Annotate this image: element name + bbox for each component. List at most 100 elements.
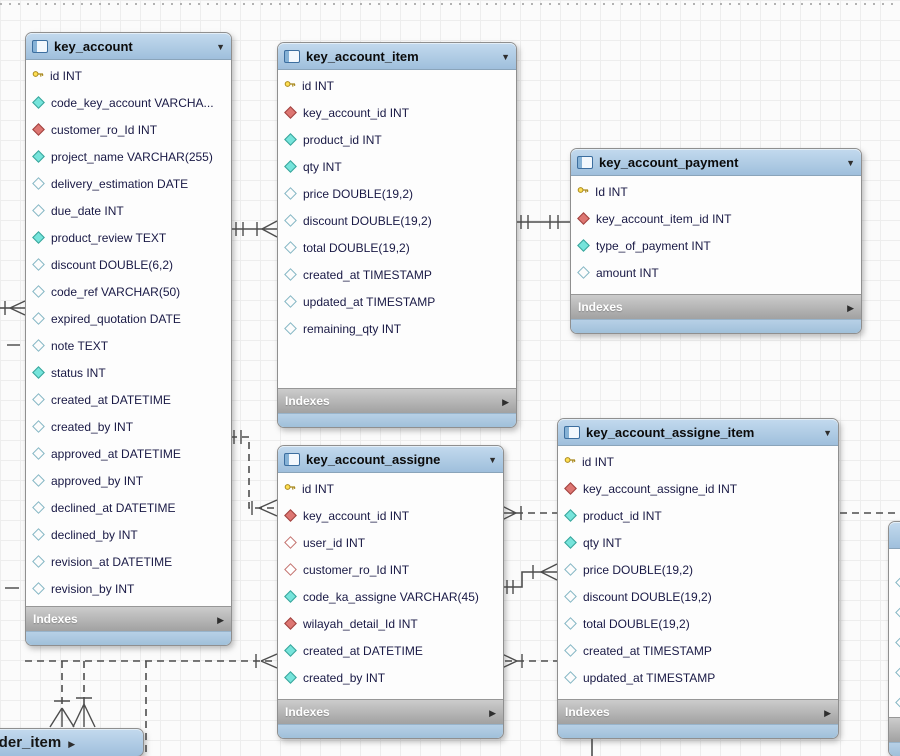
field-declined_by[interactable]: declined_by INT [26,521,231,548]
indexes-bar[interactable] [889,717,900,742]
field-approved_by[interactable]: approved_by INT [26,467,231,494]
field-customer_ro_Id[interactable]: customer_ro_Id INT [26,116,231,143]
field-user_id[interactable]: user_id INT [278,529,503,556]
field-product_review[interactable]: product_review TEXT [26,224,231,251]
indexes-bar[interactable]: Indexes [278,388,516,413]
table-header[interactable] [889,522,900,549]
field-discount[interactable]: discount DOUBLE(6,2) [26,251,231,278]
table-key_account_assigne_item[interactable]: key_account_assigne_itemid INTkey_accoun… [557,418,839,739]
expand-arrow-icon[interactable] [847,298,854,316]
field-declined_at[interactable]: declined_at DATETIME [26,494,231,521]
field-key_account_id[interactable]: key_account_id INT [278,99,516,126]
rel-s_order_item-line-1-decoration[interactable] [49,700,75,728]
rel-key_account_item-key_account_payment-decoration[interactable] [520,215,559,229]
expand-arrow-icon[interactable] [489,703,496,721]
field-type_of_payment[interactable]: type_of_payment INT [571,232,861,259]
field-empty[interactable] [889,627,900,657]
field-customer_ro_Id[interactable]: customer_ro_Id INT [278,556,503,583]
field-project_name[interactable]: project_name VARCHAR(255) [26,143,231,170]
field-created_at[interactable]: created_at DATETIME [26,386,231,413]
expand-arrow-icon[interactable] [824,703,831,721]
field-key_account_id[interactable]: key_account_id INT [278,502,503,529]
field-created_at[interactable]: created_at TIMESTAMP [278,261,516,288]
field-id[interactable]: id INT [558,448,838,475]
rel-key_account_assigne-key_account_assigne_item[interactable] [502,571,557,588]
field-id[interactable]: id INT [278,72,516,99]
field-expired_quotation[interactable]: expired_quotation DATE [26,305,231,332]
field-product_id[interactable]: product_id INT [558,502,838,529]
field-id[interactable]: id INT [26,62,231,89]
field-created_at[interactable]: created_at DATETIME [278,637,503,664]
table-s_order_item-collapsed[interactable]: s_order_item [0,728,144,756]
field-approved_at[interactable]: approved_at DATETIME [26,440,231,467]
field-label: updated_at TIMESTAMP [583,670,716,685]
field-revision_at[interactable]: revision_at DATETIME [26,548,231,575]
field-total[interactable]: total DOUBLE(19,2) [278,234,516,261]
table-key_account_assigne[interactable]: key_account_assigneid INTkey_account_id … [277,445,504,739]
field-Id[interactable]: Id INT [571,178,861,205]
field-code_ka_assigne[interactable]: code_ka_assigne VARCHAR(45) [278,583,503,610]
field-status[interactable]: status INT [26,359,231,386]
collapse-arrow-icon[interactable] [823,423,832,441]
field-empty[interactable] [889,597,900,627]
table-header[interactable]: key_account [26,33,231,60]
table-header[interactable]: key_account_assigne [278,446,503,473]
field-qty[interactable]: qty INT [558,529,838,556]
field-due_date[interactable]: due_date INT [26,197,231,224]
rel-key_account_assigne-key_account_assigne_item-decoration[interactable] [506,563,558,594]
rel-key_account-key_account_assigne[interactable] [230,436,277,509]
rel-key_account-key_account_item-decoration[interactable] [235,220,278,238]
field-price[interactable]: price DOUBLE(19,2) [558,556,838,583]
field-revision_by[interactable]: revision_by INT [26,575,231,602]
indexes-bar[interactable]: Indexes [278,699,503,724]
field-empty[interactable] [889,567,900,597]
indexes-bar[interactable]: Indexes [571,294,861,319]
field-delivery_estimation[interactable]: delivery_estimation DATE [26,170,231,197]
field-discount[interactable]: discount DOUBLE(19,2) [278,207,516,234]
expand-arrow-icon[interactable] [217,610,224,628]
field-created_by[interactable]: created_by INT [26,413,231,440]
collapse-arrow-icon[interactable] [501,47,510,65]
rel-key_account-key_account_assigne-decoration[interactable] [233,430,278,517]
rel-left-edge-1-decoration[interactable] [4,300,26,316]
field-id[interactable]: id INT [278,475,503,502]
table-key_account_payment[interactable]: key_account_paymentId INTkey_account_ite… [570,148,862,334]
field-created_by[interactable]: created_by INT [278,664,503,691]
field-price[interactable]: price DOUBLE(19,2) [278,180,516,207]
table-header[interactable]: key_account_payment [571,149,861,176]
field-amount[interactable]: amount INT [571,259,861,286]
field-created_at[interactable]: created_at TIMESTAMP [558,637,838,664]
field-key_account_item_id[interactable]: key_account_item_id INT [571,205,861,232]
expand-arrow-icon[interactable] [502,392,509,410]
field-product_id[interactable]: product_id INT [278,126,516,153]
field-empty[interactable] [889,657,900,687]
field-discount[interactable]: discount DOUBLE(19,2) [558,583,838,610]
field-code_ref[interactable]: code_ref VARCHAR(50) [26,278,231,305]
table-header[interactable]: key_account_item [278,43,516,70]
field-remaining_qty[interactable]: remaining_qty INT [278,315,516,342]
rel-dashed-horizontal-decoration[interactable] [255,653,523,669]
indexes-bar[interactable]: Indexes [558,699,838,724]
field-label: note TEXT [51,338,109,353]
expand-arrow-icon[interactable] [68,734,75,752]
field-updated_at[interactable]: updated_at TIMESTAMP [278,288,516,315]
collapse-arrow-icon[interactable] [846,153,855,171]
collapse-arrow-icon[interactable] [488,450,497,468]
collapse-arrow-icon[interactable] [216,37,225,55]
field-empty[interactable] [889,687,900,717]
field-key_account_assigne_id[interactable]: key_account_assigne_id INT [558,475,838,502]
rel-key_account_assigne-right-decoration[interactable] [501,505,522,521]
indexes-bar[interactable]: Indexes [26,606,231,631]
rel-s_order_item-line-2-decoration[interactable] [72,697,96,728]
field-wilayah_detail_Id[interactable]: wilayah_detail_Id INT [278,610,503,637]
field-code_key_account[interactable]: code_key_account VARCHA... [26,89,231,116]
field-note[interactable]: note TEXT [26,332,231,359]
field-qty[interactable]: qty INT [278,153,516,180]
table-header[interactable]: key_account_assigne_item [558,419,838,446]
table-partial-right-table[interactable] [888,521,900,756]
field-total[interactable]: total DOUBLE(19,2) [558,610,838,637]
field-updated_at[interactable]: updated_at TIMESTAMP [558,664,838,691]
